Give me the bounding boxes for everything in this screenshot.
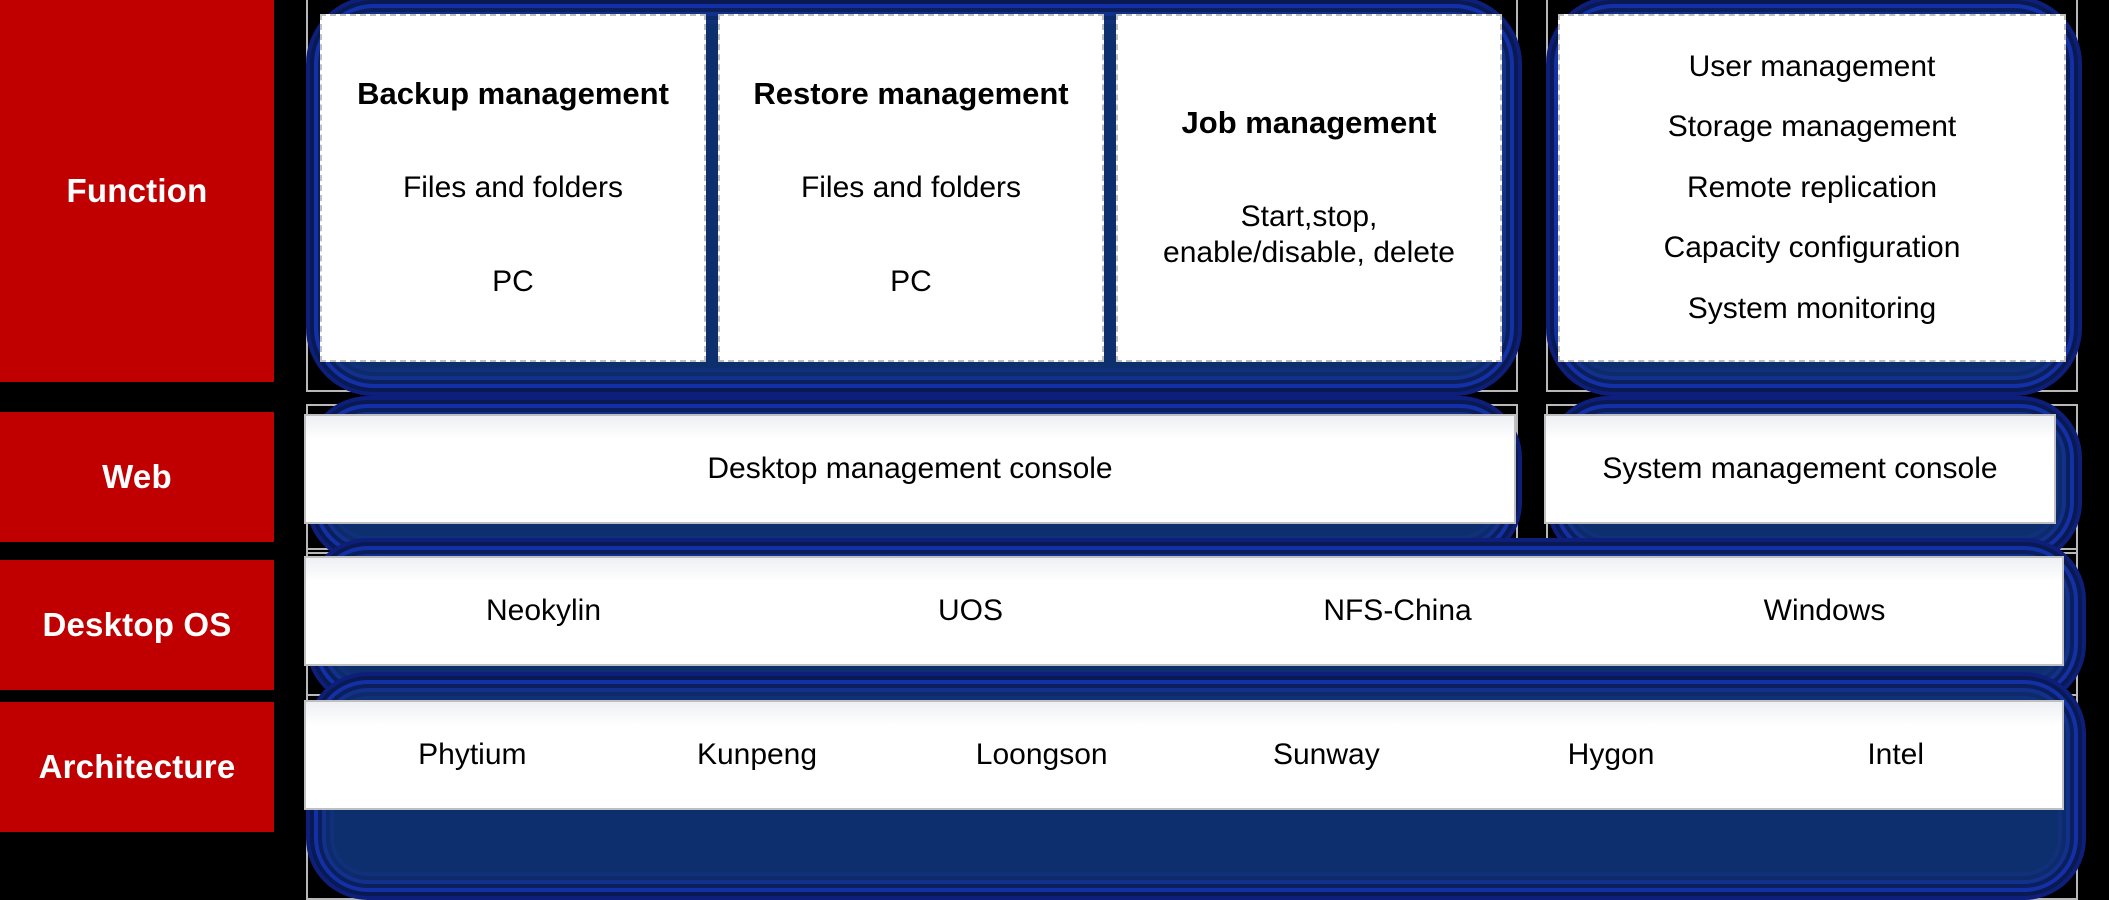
system-item-system-monitoring: System monitoring — [1687, 291, 1937, 325]
function-card-backup-title: Backup management — [357, 75, 669, 111]
function-card-job[interactable]: Job management Start,stop, enable/disabl… — [1116, 14, 1502, 362]
function-card-restore-line-1: Files and folders — [800, 171, 1022, 205]
function-card-restore-title: Restore management — [753, 75, 1069, 111]
architecture-item-intel: Intel — [1867, 738, 1925, 771]
system-item-storage-management: Storage management — [1667, 110, 1957, 144]
desktop-os-item-windows: Windows — [1763, 594, 1886, 627]
row-label-desktop-os: Desktop OS — [0, 560, 274, 690]
architecture-item-phytium: Phytium — [418, 738, 527, 771]
function-card-backup-line-1: Files and folders — [402, 171, 624, 205]
architecture-item-loongson: Loongson — [975, 738, 1108, 771]
function-card-job-line-2: enable/disable, delete — [1163, 236, 1455, 270]
row-label-architecture: Architecture — [0, 702, 274, 832]
function-card-job-title: Job management — [1181, 104, 1437, 140]
desktop-os-strip[interactable]: Neokylin UOS NFS-China Windows — [304, 556, 2064, 666]
architecture-item-sunway: Sunway — [1272, 738, 1380, 771]
desktop-os-item-neokylin: Neokylin — [485, 594, 602, 627]
desktop-os-item-nfs-china: NFS-China — [1323, 594, 1472, 627]
row-label-web: Web — [0, 412, 274, 542]
web-console-system[interactable]: System management console — [1544, 414, 2056, 524]
system-item-user-management: User management — [1688, 49, 1936, 83]
function-card-backup[interactable]: Backup management Files and folders PC — [320, 14, 706, 362]
function-card-restore[interactable]: Restore management Files and folders PC — [718, 14, 1104, 362]
row-label-function-text: Function — [66, 172, 208, 209]
row-label-web-text: Web — [102, 458, 172, 495]
architecture-item-kunpeng: Kunpeng — [696, 738, 818, 771]
architecture-item-hygon: Hygon — [1567, 738, 1655, 771]
function-card-system[interactable]: User management Storage management Remot… — [1558, 14, 2066, 362]
system-item-remote-replication: Remote replication — [1686, 170, 1938, 204]
desktop-os-item-uos: UOS — [937, 594, 1003, 627]
web-console-desktop[interactable]: Desktop management console — [304, 414, 1516, 524]
function-card-backup-line-2: PC — [492, 265, 534, 299]
function-card-restore-line-2: PC — [890, 265, 932, 299]
row-label-architecture-text: Architecture — [38, 748, 236, 785]
web-console-desktop-label: Desktop management console — [707, 452, 1113, 485]
row-label-desktop-os-text: Desktop OS — [42, 606, 232, 643]
function-card-job-line-1: Start,stop, — [1240, 200, 1378, 234]
row-label-function: Function — [0, 0, 274, 382]
system-item-capacity-configuration: Capacity configuration — [1663, 231, 1961, 265]
architecture-strip[interactable]: Phytium Kunpeng Loongson Sunway Hygon In… — [304, 700, 2064, 810]
web-console-system-label: System management console — [1602, 452, 1998, 485]
